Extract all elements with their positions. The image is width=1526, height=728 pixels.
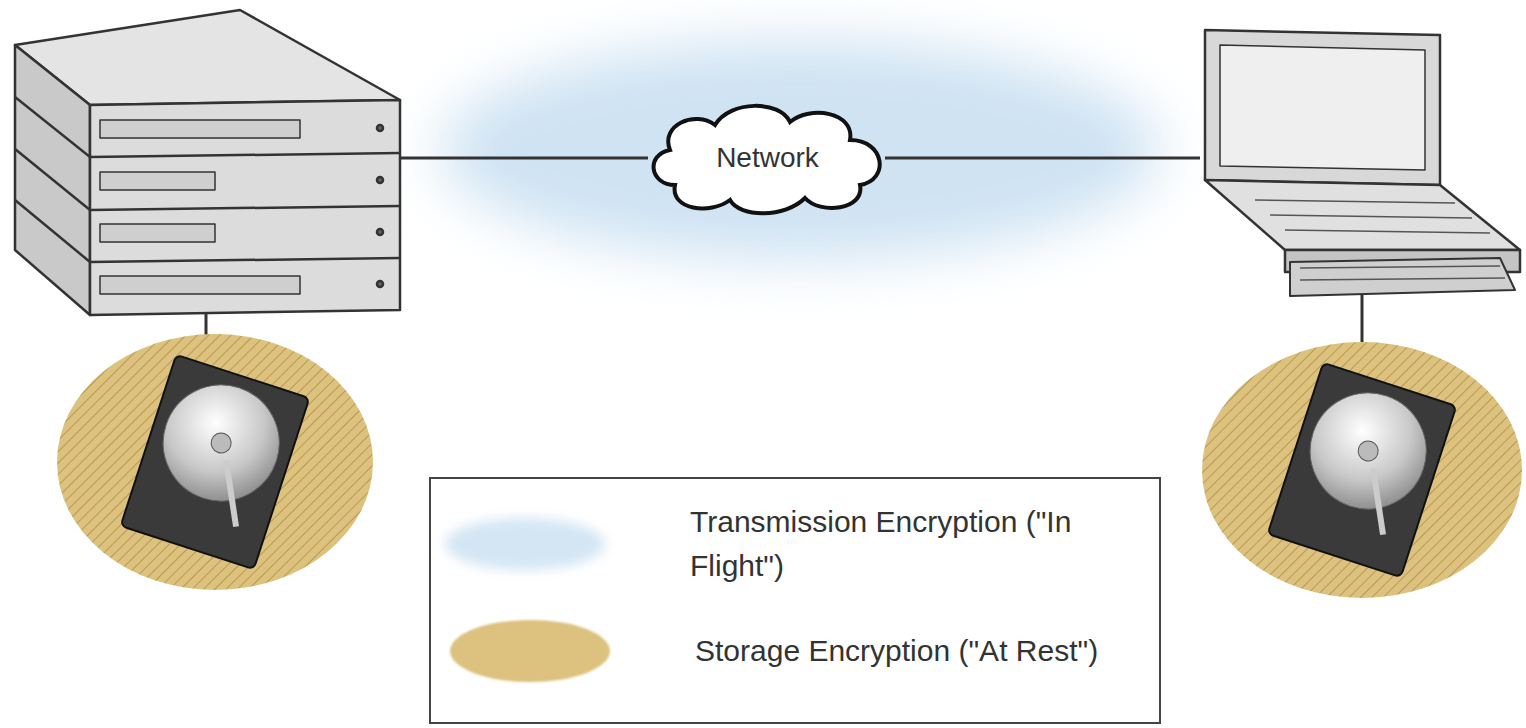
legend-label: Storage Encryption ("At Rest") [695,629,1098,673]
legend-entry: Storage Encryption ("At Rest") [450,620,1098,682]
legend-entry: Transmission Encryption ("In Flight") [445,500,1130,587]
cloud-shape [654,106,880,213]
legend-swatch [450,620,610,682]
legend-frame [430,478,1160,723]
storage-encryption-circle [1202,342,1522,598]
hard-disk [1268,363,1457,577]
hard-disk [121,355,310,569]
transmission-glow [440,40,1160,260]
node-label: Network [716,142,819,174]
server-stack [15,10,400,315]
network-cloud: Network [645,100,890,215]
legend-swatch [445,518,605,570]
storage-encryption-circle [57,334,373,590]
legend-label: Transmission Encryption ("In Flight") [690,500,1130,587]
laptop [1205,30,1520,296]
